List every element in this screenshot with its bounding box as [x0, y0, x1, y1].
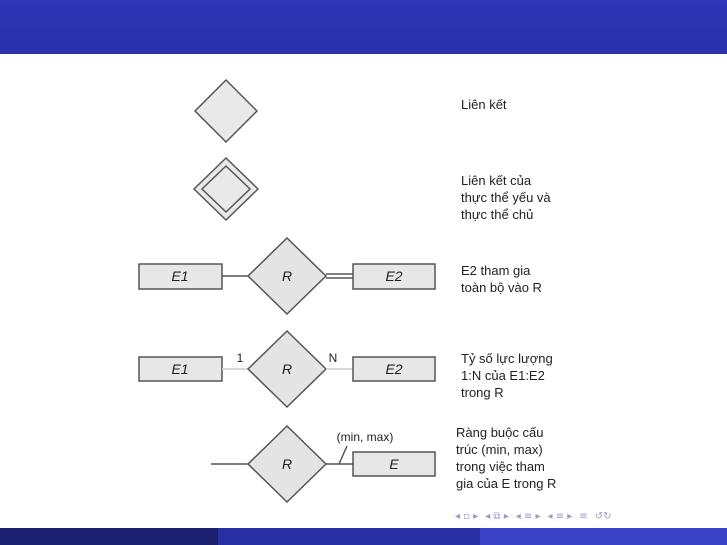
- constraint-min-max-label: (min, max): [337, 430, 394, 444]
- cardinality-one-label: 1: [237, 351, 244, 365]
- entity-e2-label: E2: [385, 268, 402, 284]
- slide-footer-bar: [0, 528, 727, 545]
- relation-r-label: R: [282, 361, 292, 377]
- description-cardinality-ratio: Tỷ số lực lượng 1:N của E1:E2 trong R: [461, 350, 553, 401]
- beamer-navigation-controls: ◂ ▫ ▸ ◂ ⧉ ▸ ◂ ≡ ▸ ◂ ≡ ▸ ≡ ↺↻: [455, 509, 721, 523]
- nav-align-icon[interactable]: ≡: [579, 511, 587, 522]
- nav-subsection-icon[interactable]: ◂ ≡ ▸: [548, 511, 573, 522]
- description-relationship: Liên kết: [461, 96, 507, 113]
- cardinality-n-label: N: [329, 351, 338, 365]
- footer-segment-left: [0, 528, 218, 545]
- entity-e-label: E: [389, 456, 399, 472]
- nav-search-icon[interactable]: ↺↻: [595, 511, 612, 522]
- description-total-participation: E2 tham gia toàn bộ vào R: [461, 262, 542, 296]
- footer-segment-middle: [218, 528, 480, 545]
- nav-frame-icon[interactable]: ◂ ⧉ ▸: [485, 511, 509, 522]
- relation-r-label: R: [282, 268, 292, 284]
- entity-e1-label: E1: [171, 268, 188, 284]
- footer-segment-right: [480, 528, 727, 545]
- identifying-relationship-inner-diamond: [202, 166, 250, 212]
- nav-first-icon[interactable]: ◂ ▫ ▸: [455, 511, 478, 522]
- description-structural-constraint: Ràng buộc cấu trúc (min, max) trong việc…: [456, 424, 556, 492]
- constraint-pointer-line: [339, 446, 347, 464]
- entity-e2-label: E2: [385, 361, 402, 377]
- entity-e1-label: E1: [171, 361, 188, 377]
- nav-section-icon[interactable]: ◂ ≡ ▸: [516, 511, 541, 522]
- relationship-diamond: [195, 80, 257, 142]
- description-identifying-relationship: Liên kết của thực thể yếu và thực thể ch…: [461, 172, 551, 223]
- relation-r-label: R: [282, 456, 292, 472]
